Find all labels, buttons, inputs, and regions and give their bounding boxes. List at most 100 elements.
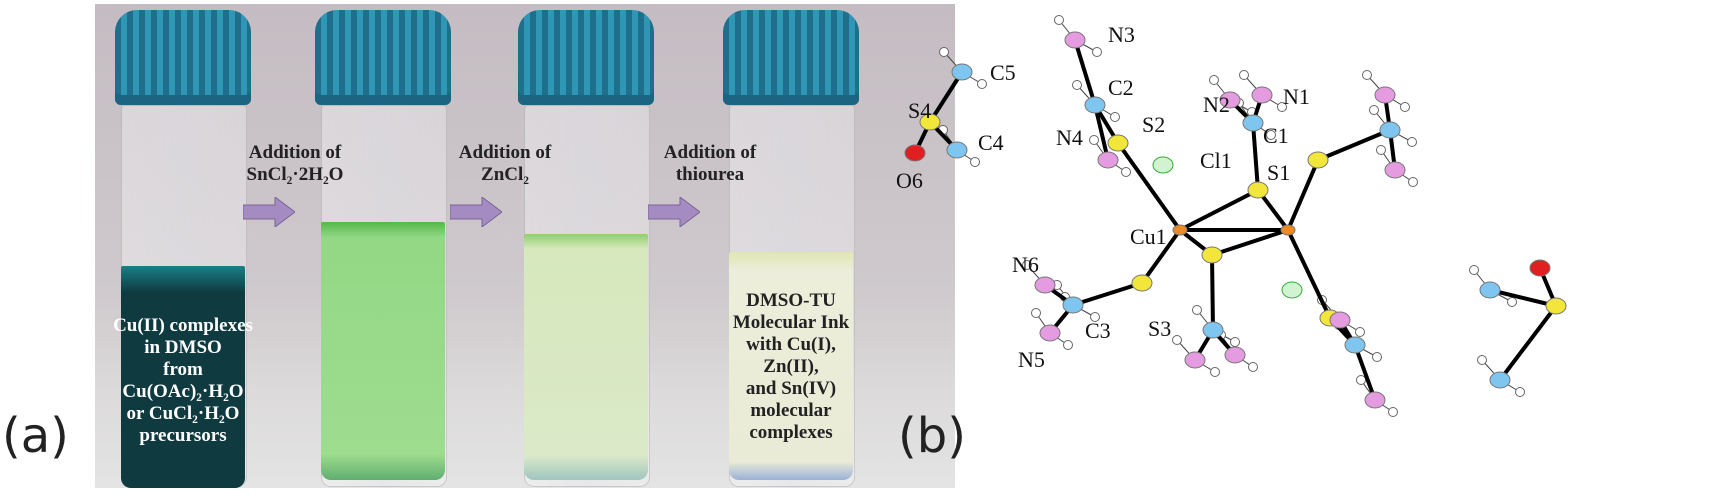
hydrogen-atom [1400, 102, 1410, 112]
atom-s [1307, 151, 1329, 169]
hydrogen-atom [1407, 137, 1417, 147]
vial-cu-dmso: Cu(II) complexes in DMSO from Cu(OAc)₂·H… [113, 10, 253, 488]
atom-cl [1152, 156, 1174, 174]
hydrogen-atom [1230, 337, 1240, 347]
atom-s [1545, 297, 1567, 315]
vials-photo: Cu(II) complexes in DMSO from Cu(OAc)₂·H… [95, 4, 955, 488]
atom-s [1201, 246, 1223, 264]
atom-c [1242, 114, 1264, 132]
hydrogen-atom [1121, 167, 1131, 177]
atom-s [919, 113, 941, 131]
bond [1498, 304, 1558, 382]
hydrogen-atom [1372, 352, 1382, 362]
atom-n [1064, 31, 1086, 49]
vial-liquid [121, 266, 245, 488]
step-line: Addition of [663, 142, 757, 163]
hydrogen-atom [1031, 308, 1041, 318]
hydrogen-atom [1192, 305, 1202, 315]
atom-label: C3 [1085, 318, 1111, 343]
vial-1-caption: Cu(II) complexes in DMSO from Cu(OAc)₂·H… [105, 315, 261, 447]
hydrogen-atom [1239, 70, 1249, 80]
atom-c [1344, 336, 1366, 354]
atom-label: S2 [1142, 112, 1165, 137]
step-line: ZnCl₂ [481, 164, 529, 185]
atom-c [1084, 96, 1106, 114]
atom-cl [1281, 281, 1303, 299]
bond [1286, 159, 1320, 231]
atom-n [1374, 86, 1396, 104]
hydrogen-atom [1092, 47, 1102, 57]
hydrogen-atom [977, 79, 987, 89]
atom-label: Cu1 [1130, 224, 1167, 249]
hydrogen-atom [1408, 177, 1418, 187]
hydrogen-atom [1355, 327, 1365, 337]
step-line: thiourea [675, 164, 745, 185]
caption-line: Molecular Ink [732, 312, 850, 333]
hydrogen-atom [1054, 15, 1064, 25]
panel-a-label: (a) [2, 408, 69, 464]
atom-label: O6 [896, 168, 923, 193]
atom-o [1529, 259, 1551, 277]
atom-n [1364, 391, 1386, 409]
atom-n [1034, 276, 1056, 294]
vial-liquid [321, 222, 445, 480]
caption-line: from Cu(OAc)₂·H₂O [122, 359, 244, 402]
atom-label: N1 [1283, 84, 1310, 109]
step-line: Addition of [248, 142, 342, 163]
vial-molecular-ink: DMSO-TU Molecular Ink with Cu(I), Zn(II)… [723, 10, 859, 488]
hydrogen-atom [1210, 367, 1220, 377]
vial-sncl2 [315, 10, 451, 488]
caption-line: precursors [139, 425, 227, 446]
atom-c [946, 141, 968, 159]
caption-line: with Cu(I), [746, 334, 836, 355]
bond [928, 70, 964, 124]
bond [1210, 254, 1215, 331]
hydrogen-atom [1072, 80, 1082, 90]
atom-n [1224, 346, 1246, 364]
bond [1179, 188, 1259, 232]
atom-label: N5 [1018, 347, 1045, 372]
bond [1116, 141, 1182, 232]
caption-line: molecular [750, 400, 832, 421]
atom-label: S1 [1267, 160, 1290, 185]
atom-label: C4 [978, 130, 1004, 155]
bond [1211, 228, 1289, 257]
vial-liquid [729, 252, 853, 480]
caption-line: DMSO-TU [746, 290, 836, 311]
step-1-label: Addition of SnCl₂·2H₂O [235, 142, 355, 186]
vial-liquid [524, 234, 648, 480]
atom-label: C5 [990, 60, 1016, 85]
hydrogen-atom [1022, 260, 1032, 270]
hydrogen-atom [1369, 105, 1379, 115]
atom-label: S4 [908, 98, 931, 123]
atom-cu [1280, 224, 1296, 236]
hydrogen-atom [1089, 135, 1099, 145]
atom-label: C1 [1263, 123, 1289, 148]
caption-line: Cu(II) complexes [113, 315, 253, 336]
bond [1140, 228, 1182, 285]
hydrogen-atom [1477, 355, 1487, 365]
step-line: SnCl₂·2H₂O [246, 164, 344, 185]
panel-b-label: (b) [898, 408, 966, 464]
atom-n [1039, 324, 1061, 342]
vial-cap [518, 10, 654, 105]
caption-line: complexes [749, 422, 833, 443]
atom-n [1184, 351, 1206, 369]
step-3-label: Addition of thiourea [655, 142, 765, 186]
bond [1251, 122, 1260, 191]
hydrogen-atom [1172, 335, 1182, 345]
vial-zncl2 [518, 10, 654, 488]
arrow-right-icon [648, 197, 700, 227]
hydrogen-atom [1110, 112, 1120, 122]
hydrogen-atom [939, 47, 949, 57]
hydrogen-atom [1515, 387, 1525, 397]
vial-cap [315, 10, 451, 105]
bond [1317, 128, 1391, 162]
atom-label: C2 [1108, 75, 1134, 100]
atom-c [1489, 371, 1511, 389]
atom-c [1379, 121, 1401, 139]
atom-n [1251, 86, 1273, 104]
atom-label: N6 [1012, 252, 1039, 277]
bond [1073, 39, 1097, 106]
